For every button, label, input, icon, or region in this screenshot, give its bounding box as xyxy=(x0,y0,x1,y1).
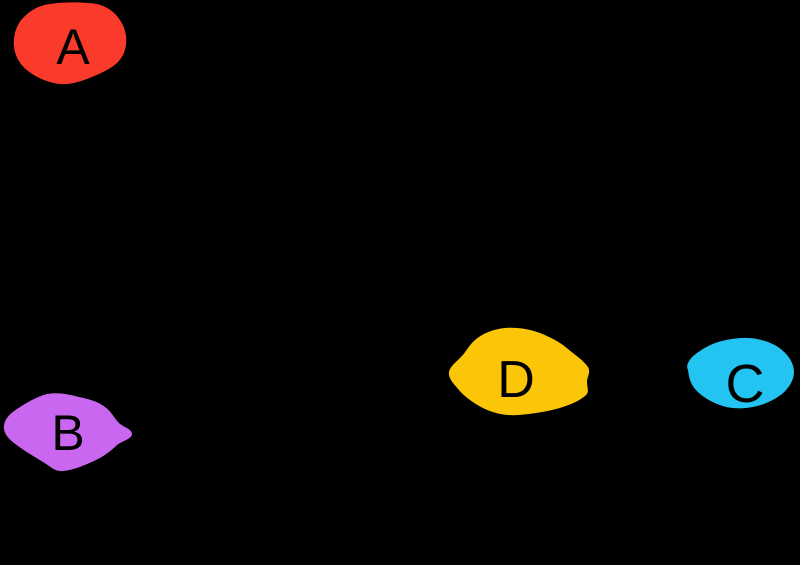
region-c-label: C xyxy=(726,354,765,414)
region-a-blob[interactable] xyxy=(13,2,127,85)
region-d-blob[interactable] xyxy=(448,327,590,416)
region-d-label: D xyxy=(497,351,535,409)
region-b: B xyxy=(3,393,133,472)
region-d: D xyxy=(448,327,590,416)
region-a-label: A xyxy=(56,19,90,75)
region-c-blob[interactable] xyxy=(687,337,794,409)
region-b-label: B xyxy=(51,405,84,461)
region-a: A xyxy=(13,2,127,85)
region-c: C xyxy=(687,337,794,414)
region-b-blob[interactable] xyxy=(3,393,133,472)
